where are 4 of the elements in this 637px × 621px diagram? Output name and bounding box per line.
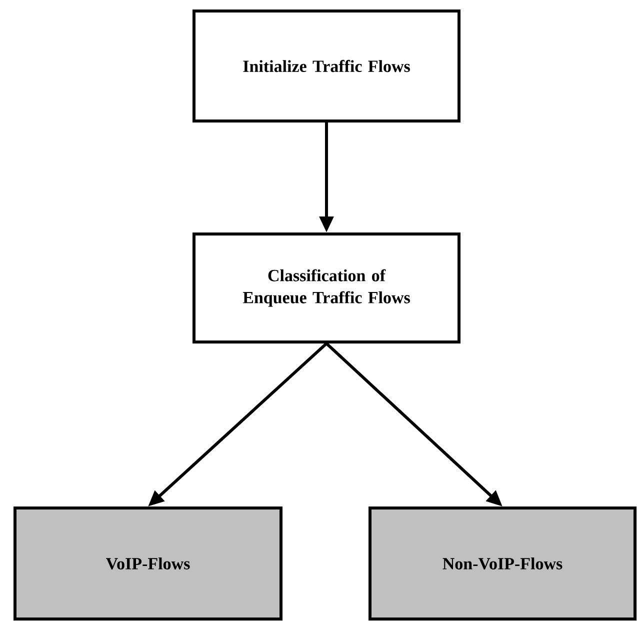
process-box: Classification of Enqueue Traffic Flows bbox=[192, 232, 460, 344]
process-box: Non-VoIP-Flows bbox=[368, 506, 636, 620]
process-box: VoIP-Flows bbox=[14, 506, 282, 620]
process-box: Initialize Traffic Flows bbox=[192, 10, 460, 122]
